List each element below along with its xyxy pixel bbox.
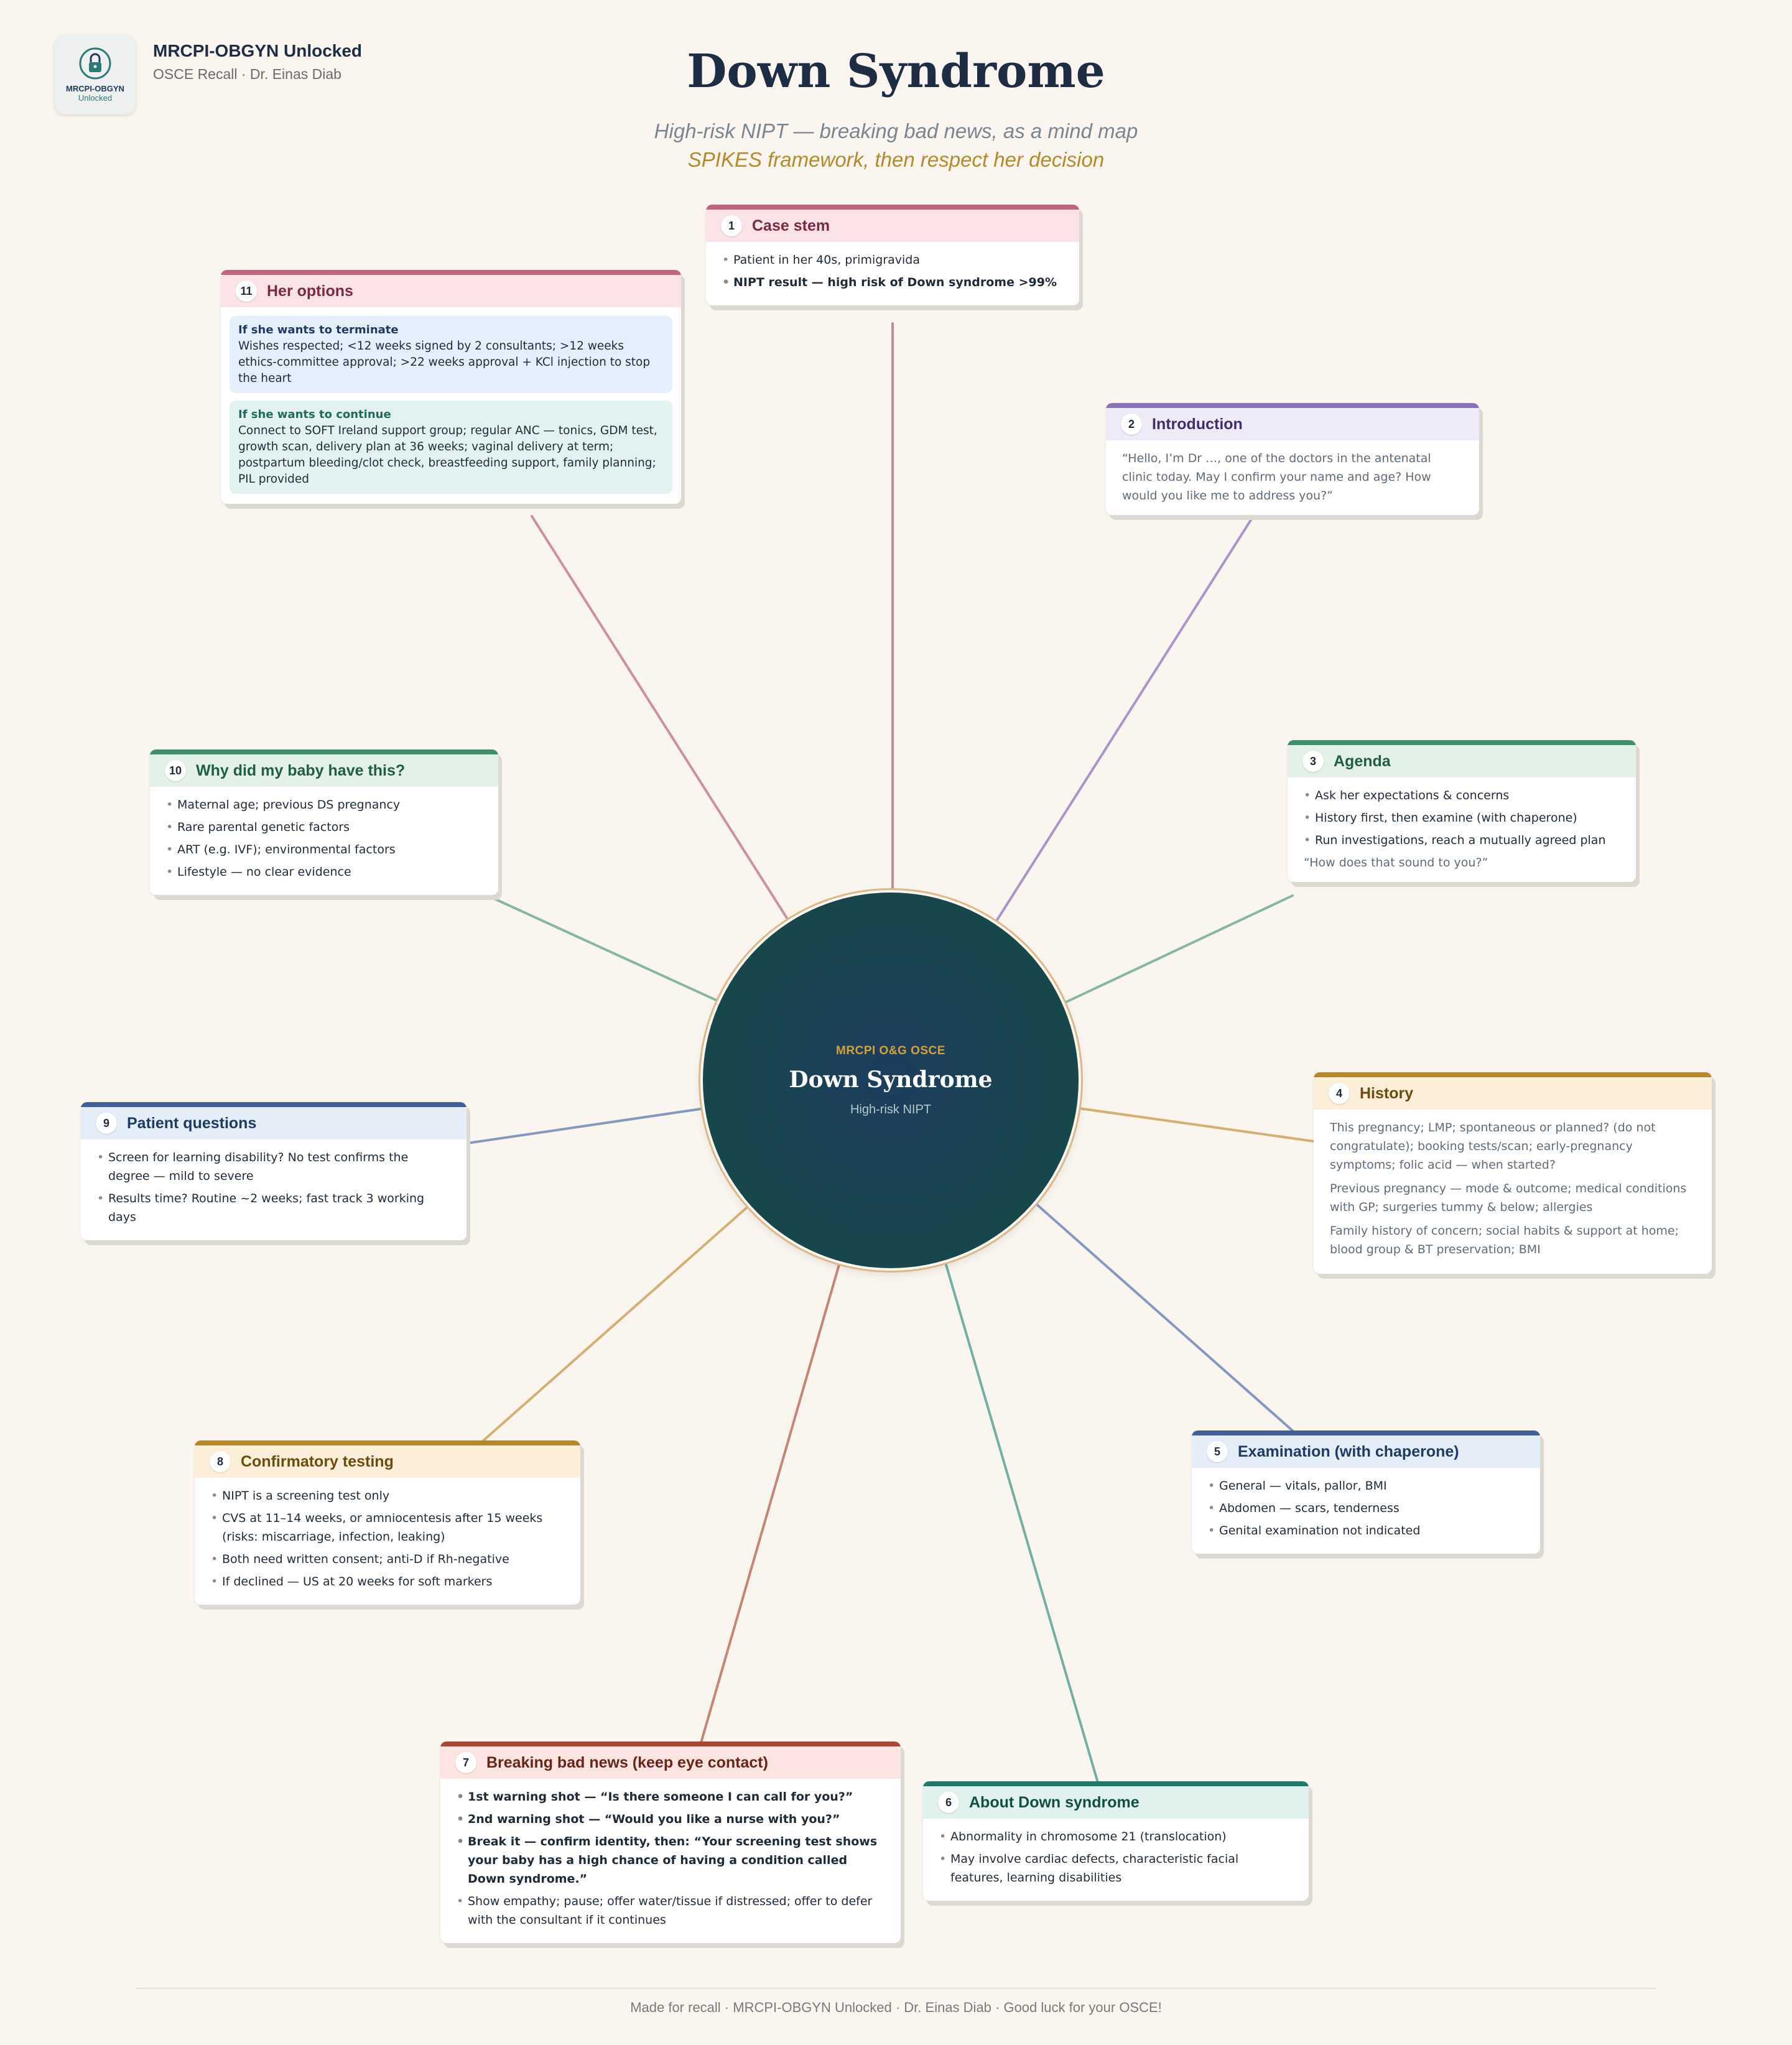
logo-top-text: MRCPI-OBGYN [66,84,124,93]
node-title: Her options [267,282,353,300]
node-history: 4 History This pregnancy; LMP; spontaneo… [1314,1072,1712,1274]
list-item: Genital examination not indicated [1208,1521,1524,1540]
list-item: Run investigations, reach a mutually agr… [1304,831,1620,850]
node-confirmatory-testing: 8 Confirmatory testing NIPT is a screeni… [195,1440,580,1605]
node-title: Introduction [1152,415,1243,433]
hub-title: Down Syndrome [789,1066,993,1093]
node-breaking-bad-news: 7 Breaking bad news (keep eye contact) 1… [440,1741,901,1943]
list-item: Show empathy; pause; offer water/tissue … [457,1892,884,1929]
list-item: Both need written consent; anti-D if Rh-… [211,1550,564,1569]
node-why-did-my-baby: 10 Why did my baby have this? Maternal a… [150,749,498,895]
option-terminate: If she wants to terminate Wishes respect… [230,316,672,393]
option-terminate-text: Wishes respected; <12 weeks signed by 2 … [238,340,651,385]
list-item: ART (e.g. IVF); environmental factors [166,840,482,859]
connector-history [1078,1107,1315,1143]
history-para: Family history of concern; social habits… [1330,1224,1679,1256]
page-title: Down Syndrome [687,45,1105,98]
hub-subtitle: High-risk NIPT [850,1102,931,1116]
node-number: 7 [455,1752,476,1773]
node-title: Patient questions [127,1114,257,1132]
connector-options [531,515,792,926]
node-her-options: 11 Her options If she wants to terminate… [221,270,681,504]
node-number: 4 [1329,1083,1350,1104]
intro-quote: “Hello, I’m Dr …, one of the doctors in … [1122,452,1431,503]
node-number: 9 [96,1113,117,1134]
node-introduction: 2 Introduction “Hello, I’m Dr …, one of … [1106,403,1479,515]
node-title: Confirmatory testing [241,1452,394,1470]
list-item: Abdomen — scars, tenderness [1208,1499,1524,1518]
list-item: May involve cardiac defects, characteris… [939,1850,1293,1887]
brand-logo: MRCPI-OBGYN Unlocked [55,35,136,114]
brand-subtitle: OSCE Recall · Dr. Einas Diab [153,66,341,82]
central-hub: MRCPI O&G OSCE Down Syndrome High-risk N… [703,893,1079,1268]
list-item: Abnormality in chromosome 21 (translocat… [939,1827,1293,1846]
node-number: 8 [210,1451,231,1472]
list-item: Results time? Routine ~2 weeks; fast tra… [97,1189,450,1227]
lock-icon [79,47,111,80]
list-item: NIPT is a screening test only [211,1486,564,1505]
agenda-quote: “How does that sound to you?” [1304,856,1488,869]
node-number: 10 [165,760,186,781]
brand-title: MRCPI-OBGYN Unlocked [153,41,363,60]
connector-patient-questions [467,1107,706,1144]
option-terminate-title: If she wants to terminate [238,323,399,336]
list-item: NIPT result — high risk of Down syndrome… [722,273,1063,292]
list-item: Rare parental genetic factors [166,818,482,837]
node-number: 5 [1207,1441,1228,1462]
list-item: Screen for learning disability? No test … [97,1148,450,1185]
list-item: General — vitals, pallor, BMI [1208,1477,1524,1495]
node-examination: 5 Examination (with chaperone) General —… [1192,1431,1540,1554]
option-continue: If she wants to continue Connect to SOFT… [230,401,672,494]
connector-breaking-news [700,1261,841,1744]
node-title: Breaking bad news (keep eye contact) [486,1753,768,1771]
node-case-stem: 1 Case stem Patient in her 40s, primigra… [706,205,1079,305]
title-block: Down Syndrome High-risk NIPT — breaking … [0,45,1792,172]
option-continue-text: Connect to SOFT Ireland support group; r… [238,424,657,486]
connector-confirmatory [481,1202,753,1443]
connector-about [944,1261,1099,1784]
node-number: 1 [721,215,742,236]
node-title: Why did my baby have this? [196,761,406,779]
list-item: Ask her expectations & concerns [1304,786,1620,805]
node-number: 2 [1121,414,1142,435]
node-title: Case stem [752,216,830,234]
node-patient-questions: 9 Patient questions Screen for learning … [81,1102,467,1240]
node-number: 6 [938,1792,959,1813]
node-title: Examination (with chaperone) [1238,1442,1459,1460]
footer-text: Made for recall · MRCPI-OBGYN Unlocked ·… [630,2000,1162,2015]
list-item: Break it — confirm identity, then: “Your… [457,1832,884,1888]
node-title: History [1360,1084,1414,1102]
node-number: 11 [236,281,257,302]
page-subtitle: High-risk NIPT — breaking bad news, as a… [654,119,1138,142]
footer-divider [136,1988,1656,1989]
list-item: 1st warning shot — “Is there someone I c… [457,1788,884,1806]
list-item: History first, then examine (with chaper… [1304,809,1620,827]
hub-eyebrow: MRCPI O&G OSCE [836,1044,945,1057]
page-tagline: SPIKES framework, then respect her decis… [687,148,1105,171]
connector-examination [1034,1202,1295,1433]
history-para: This pregnancy; LMP; spontaneous or plan… [1330,1121,1656,1172]
list-item: If declined — US at 20 weeks for soft ma… [211,1572,564,1591]
connector-agenda [1064,894,1294,1004]
connector-why [481,892,723,1004]
list-item: 2nd warning shot — “Would you like a nur… [457,1810,884,1829]
node-about-down-syndrome: 6 About Down syndrome Abnormality in chr… [923,1781,1309,1901]
list-item: Patient in her 40s, primigravida [722,251,1063,269]
option-continue-title: If she wants to continue [238,408,391,421]
brand-block: MRCPI-OBGYN Unlocked MRCPI-OBGYN Unlocke… [55,35,362,114]
node-number: 3 [1302,751,1324,772]
list-item: Lifestyle — no clear evidence [166,863,482,881]
history-para: Previous pregnancy — mode & outcome; med… [1330,1182,1687,1214]
node-agenda: 3 Agenda Ask her expectations & concerns… [1288,740,1636,882]
node-title: Agenda [1334,752,1391,770]
list-item: CVS at 11–14 weeks, or amniocentesis aft… [211,1509,564,1546]
node-title: About Down syndrome [969,1793,1140,1811]
list-item: Maternal age; previous DS pregnancy [166,795,482,814]
connector-introduction [993,512,1256,926]
logo-bottom-text: Unlocked [78,93,113,103]
